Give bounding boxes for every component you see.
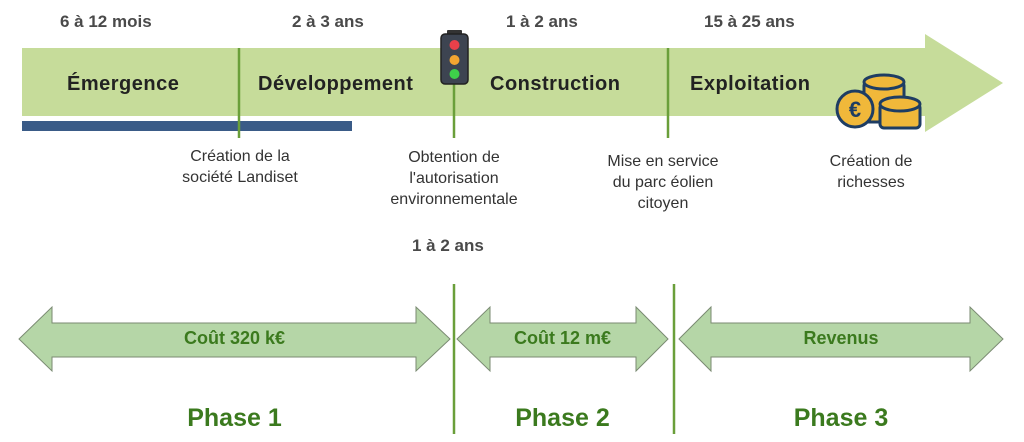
milestone-line: Mise en service — [607, 153, 719, 170]
phase-2-cost: Coût 12 m€ — [513, 328, 612, 348]
phase-3-revenue: Revenus — [803, 328, 879, 348]
milestone-company-creation: Création de la société Landiset — [160, 146, 320, 188]
stage-construction: Construction — [490, 73, 621, 95]
stage-development: Développement — [258, 73, 414, 95]
milestone-line: Obtention de — [408, 149, 500, 166]
duration-construction: 1 à 2 ans — [506, 12, 578, 31]
duration-exploitation: 15 à 25 ans — [704, 12, 795, 31]
milestone-line: Création de la — [190, 148, 290, 165]
svg-text:€: € — [849, 97, 861, 122]
timeline-arrow — [22, 34, 1003, 132]
phase-1-label: Phase 1 — [187, 404, 282, 432]
milestone-line: environnementale — [390, 191, 518, 208]
milestone-line: richesses — [837, 174, 905, 191]
stage-exploitation: Exploitation — [690, 73, 811, 95]
stage-emergence: Émergence — [67, 73, 180, 95]
euro-coins-icon: € — [835, 73, 922, 130]
milestone-wealth-creation: Création de richesses — [791, 151, 951, 193]
milestone-commissioning: Mise en service du parc éolien citoyen — [583, 151, 743, 214]
duration-development: 2 à 3 ans — [292, 12, 364, 31]
authorization-duration: 1 à 2 ans — [412, 236, 484, 255]
emergence-progress-bar — [22, 121, 352, 131]
phase-1-arrow — [18, 305, 451, 373]
phase-2-label: Phase 2 — [515, 404, 610, 432]
phase-3-label: Phase 3 — [793, 404, 889, 432]
phase-2-arrow — [456, 305, 669, 373]
milestone-line: citoyen — [637, 195, 689, 212]
milestone-line: société Landiset — [182, 169, 298, 186]
duration-emergence: 6 à 12 mois — [60, 12, 152, 31]
milestone-line: Création de — [829, 153, 913, 170]
milestone-line: l'autorisation — [409, 170, 499, 187]
milestone-authorization: Obtention de l'autorisation environnemen… — [374, 147, 534, 210]
milestone-line: du parc éolien — [612, 174, 714, 191]
traffic-light-icon — [440, 30, 469, 85]
phase-1-cost: Coût 320 k€ — [183, 328, 286, 348]
phase-3-arrow — [678, 305, 1004, 373]
